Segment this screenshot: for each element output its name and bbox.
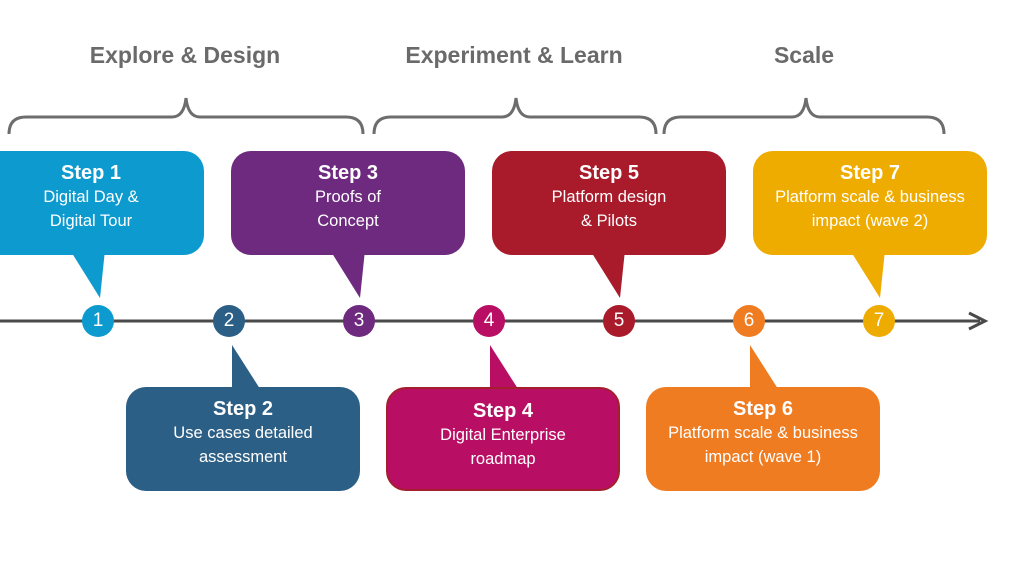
step-description-line: Use cases detailed [173,424,313,442]
step-bubble-4: Step 4 Digital Enterprise roadmap [386,387,620,491]
step-bubble-3: Step 3 Proofs of Concept [231,151,465,255]
step-title: Step 1 [60,162,122,184]
step-description-line: Platform design [551,188,667,206]
step-bubble-5: Step 5 Platform design & Pilots [492,151,726,255]
step-description-line: assessment [198,448,288,466]
step-description-line: Digital Tour [49,212,133,230]
phase-title-scale: Scale [773,42,835,68]
timeline-node-5: 5 [603,305,635,337]
bubble-tail-6 [750,345,780,392]
bubble-tail-5 [590,250,625,298]
bubble-tail-4 [490,345,520,392]
arrow-head-icon [968,311,989,331]
step-description-line: roadmap [470,450,536,468]
step-description-line: impact (wave 1) [704,448,822,466]
timeline-node-4: 4 [473,305,505,337]
step-description-line: Proofs of [314,188,382,206]
step-bubble-6: Step 6 Platform scale & business impact … [646,387,880,491]
step-description-line: Platform scale & business [775,188,965,206]
step-bubble-1: Step 1 Digital Day & Digital Tour [0,151,204,255]
step-title: Step 3 [317,162,379,184]
step-bubble-7: Step 7 Platform scale & business impact … [753,151,987,255]
timeline-node-2: 2 [213,305,245,337]
brace-scale [662,97,946,135]
step-title: Step 5 [578,162,640,184]
step-description-line: Concept [317,212,379,230]
bubble-tail-2 [232,345,262,392]
step-title: Step 4 [472,400,534,422]
step-title: Step 6 [732,398,794,420]
timeline-node-3: 3 [343,305,375,337]
step-title: Step 7 [839,162,901,184]
phase-title-experiment-learn: Experiment & Learn [405,42,623,68]
phase-title-explore-design: Explore & Design [89,42,281,68]
step-description-line: & Pilots [581,212,637,230]
step-description-line: Digital Enterprise [440,426,566,444]
brace-explore-design [7,97,365,135]
timeline-node-7: 7 [863,305,895,337]
step-description-line: impact (wave 2) [811,212,929,230]
timeline-node-1: 1 [82,305,114,337]
step-title: Step 2 [212,398,274,420]
bubble-tail-1 [70,250,105,298]
step-bubble-2: Step 2 Use cases detailed assessment [126,387,360,491]
brace-experiment-learn [372,97,658,135]
bubble-tail-7 [850,250,885,298]
bubble-tail-3 [330,250,365,298]
step-description-line: Platform scale & business [668,424,858,442]
timeline-node-6: 6 [733,305,765,337]
step-description-line: Digital Day & [43,188,139,206]
